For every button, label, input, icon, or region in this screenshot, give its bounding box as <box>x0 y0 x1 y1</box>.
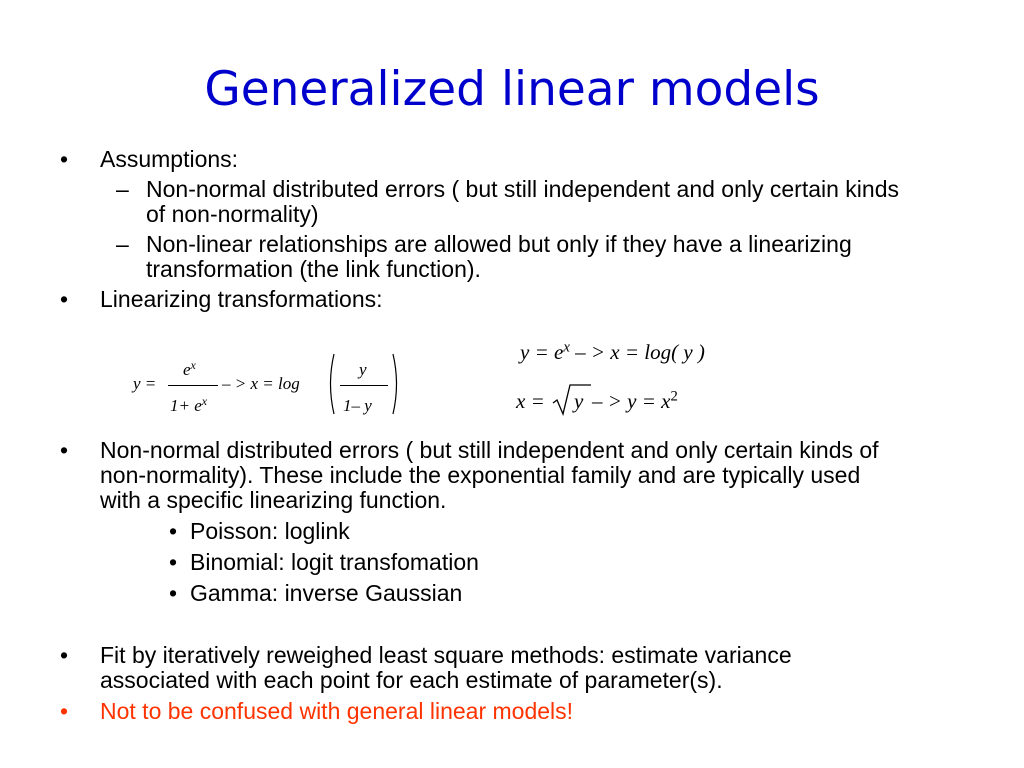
slide-title: Generalized linear models <box>204 62 820 117</box>
formula-sqrt-sup: 2 <box>670 388 678 405</box>
sub-bullet-relationships-line1: Non-linear relationships are allowed but… <box>146 231 852 257</box>
bullet-marker: • <box>169 549 178 575</box>
formula-logistic-den-base: 1+ e <box>170 396 202 415</box>
formula-exp-text: y = ex – > x = log( y ) <box>520 339 705 364</box>
list-item-binomial: Binomial: logit transfomation <box>190 549 479 575</box>
formula-logistic-num-base: e <box>183 360 191 379</box>
formula-exp-right: – > x = log( y ) <box>575 340 705 364</box>
formula-logistic-paren-numerator: y <box>359 360 367 379</box>
formula-sqrt-left: x = <box>516 389 545 413</box>
formula-exp-left: y = e <box>520 340 564 364</box>
formula-sqrt-right: – > y = x2 <box>592 388 678 413</box>
formula-logistic-arrow: – > x = log <box>222 374 300 393</box>
formula-logistic-den-sup: x <box>201 394 208 409</box>
sub-bullet-errors-line1: Non-normal distributed errors ( but stil… <box>146 176 900 202</box>
bullet-linearizing: Linearizing transformations: <box>100 286 383 312</box>
formula-logistic-left-paren <box>329 353 335 415</box>
formula-logistic-numerator: ex <box>183 358 196 379</box>
bullet-warning: Not to be confused with general linear m… <box>100 698 574 724</box>
sub-bullet-relationships-line2: transformation (the link function). <box>146 256 481 282</box>
bullet-fit-line2: associated with each point for each esti… <box>100 667 723 693</box>
dash-marker: – <box>116 176 129 202</box>
formula-logistic-paren-fraction-bar <box>340 385 388 386</box>
dash-marker: – <box>116 231 129 257</box>
bullet-marker: • <box>60 437 69 463</box>
bullet-errors-line2: non-normality). These include the expone… <box>100 462 861 488</box>
bullet-marker: • <box>169 580 178 606</box>
bullet-assumptions: Assumptions: <box>100 146 239 172</box>
bullet-marker: • <box>60 642 69 668</box>
formula-logistic-num-sup: x <box>190 358 196 373</box>
bullet-errors-line1: Non-normal distributed errors ( but stil… <box>100 437 879 463</box>
sub-bullet-errors-line2: of non-normality) <box>146 201 319 227</box>
formula-sqrt-radicand: y <box>574 389 584 413</box>
list-item-poisson: Poisson: loglink <box>190 518 350 544</box>
bullet-marker: • <box>169 518 178 544</box>
radical-sign-icon <box>552 384 591 416</box>
formula-logistic-right-paren <box>392 353 398 415</box>
list-item-gamma: Gamma: inverse Gaussian <box>190 580 463 606</box>
formula-sqrt-right-text: – > y = x <box>592 389 671 413</box>
formula-logistic-denominator: 1+ ex <box>170 394 208 415</box>
formula-logistic-fraction-bar <box>168 385 218 386</box>
bullet-marker: • <box>60 286 69 312</box>
bullet-fit-line1: Fit by iteratively reweighed least squar… <box>100 642 792 668</box>
bullet-marker: • <box>60 146 69 172</box>
formula-exp-sup: x <box>563 339 570 356</box>
formula-logistic-lhs: y = <box>133 374 157 393</box>
bullet-errors-line3: with a specific linearizing function. <box>100 487 447 513</box>
bullet-marker: • <box>60 698 69 724</box>
formula-logistic-paren-denominator: 1– y <box>343 396 372 415</box>
